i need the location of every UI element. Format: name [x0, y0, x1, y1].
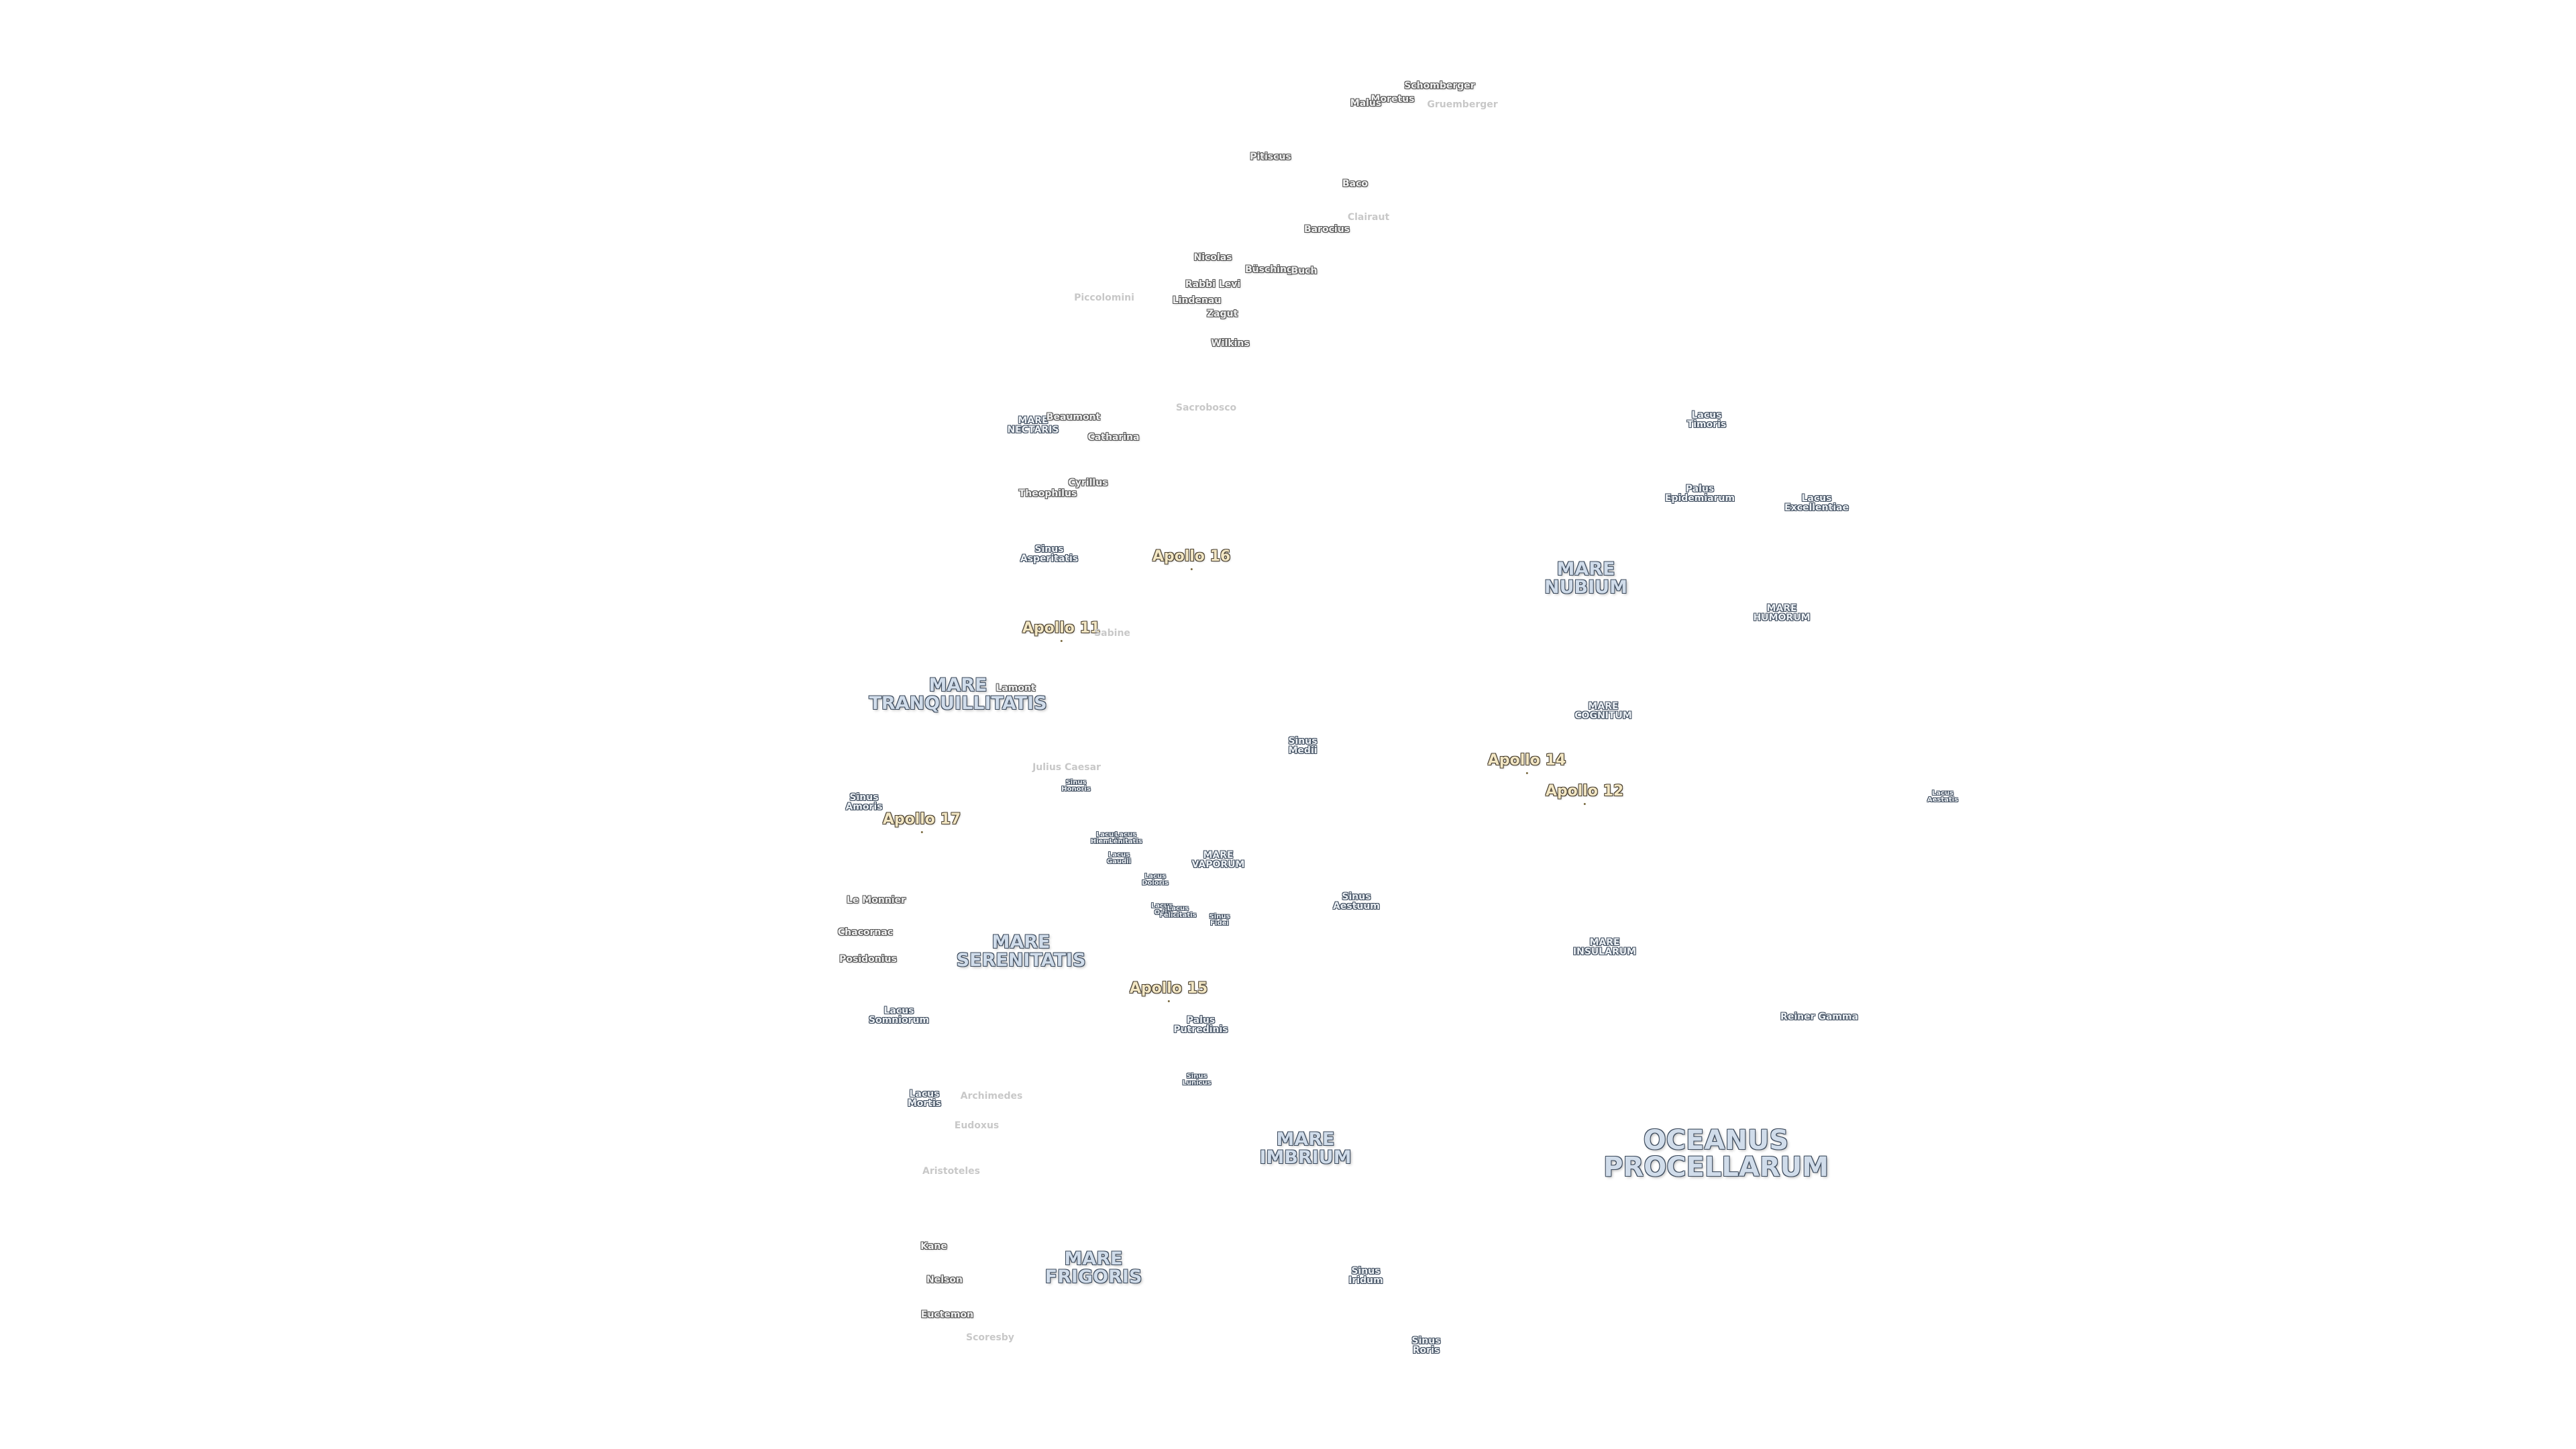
feature-label-palus-putredinis[interactable]: Palus Putredinis [1173, 1015, 1228, 1035]
feature-label-sinus-fidei[interactable]: Sinus Fidei [1209, 913, 1230, 927]
crater-label-sabine[interactable]: Sabine [1094, 628, 1130, 639]
crater-label-scoresby[interactable]: Scoresby [966, 1332, 1014, 1343]
crater-label-pitiscus[interactable]: Pitiscus [1250, 152, 1291, 162]
crater-label-theophilus[interactable]: Theophilus [1018, 488, 1077, 499]
crater-label-wilkins[interactable]: Wilkins [1211, 338, 1250, 349]
crater-label-le-monnier[interactable]: Le Monnier [847, 895, 906, 906]
mare-label-oceanus-procellarum[interactable]: OCEANUS PROCELLARUM [1603, 1125, 1829, 1183]
crater-label-baco[interactable]: Baco [1342, 178, 1368, 189]
crater-label-piccolomini[interactable]: Piccolomini [1074, 292, 1134, 303]
apollo-label-apollo-14[interactable]: Apollo 14 [1488, 753, 1566, 774]
crater-label-malus[interactable]: Malus [1350, 98, 1382, 109]
crater-label-zagut[interactable]: Zagut [1206, 309, 1238, 319]
feature-label-lacus-felicitatis[interactable]: Lacus Felicitatis [1159, 905, 1197, 919]
feature-label-sinus-medii[interactable]: Sinus Medii [1288, 736, 1318, 756]
crater-label-catharina[interactable]: Catharina [1087, 432, 1140, 443]
mare-label-mare-serenitatis[interactable]: MARE SERENITATIS [956, 932, 1086, 971]
crater-label-cyrillus[interactable]: Cyrillus [1068, 478, 1108, 488]
crater-label-sacrobosco[interactable]: Sacrobosco [1175, 402, 1237, 413]
crater-label-lamont[interactable]: Lamont [996, 683, 1036, 694]
feature-label-sinus-aestuum[interactable]: Sinus Aestuum [1333, 892, 1380, 912]
feature-label-lacus-timoris[interactable]: Lacus Timoris [1686, 410, 1727, 430]
apollo-label-apollo-16[interactable]: Apollo 16 [1152, 549, 1230, 570]
landing-site-marker-icon [1525, 772, 1528, 774]
feature-label-lacus-mortis[interactable]: Lacus Mortis [907, 1089, 942, 1109]
crater-label-clairaut[interactable]: Clairaut [1347, 212, 1390, 223]
feature-label-palus-epidemiarum[interactable]: Palus Epidemiarum [1664, 484, 1735, 504]
feature-label-lacus-gaudii[interactable]: Lacus Gaudii [1106, 851, 1132, 865]
feature-label-mare-cognitum[interactable]: MARE COGNITUM [1574, 701, 1632, 721]
crater-label-gruemberger[interactable]: Gruemberger [1427, 99, 1498, 110]
feature-label-mare-humorum[interactable]: MARE HUMORUM [1753, 603, 1811, 623]
crater-label-chacornac[interactable]: Chacornac [837, 927, 894, 938]
feature-label-sinus-lunicus[interactable]: Sinus Lunicus [1182, 1073, 1212, 1087]
crater-label-beaumont[interactable]: Beaumont [1046, 412, 1101, 423]
mare-label-mare-nubium[interactable]: MARE NUBIUM [1544, 559, 1627, 598]
mare-label-mare-imbrium[interactable]: MARE IMBRIUM [1259, 1129, 1352, 1168]
crater-label-barocius[interactable]: Barocius [1303, 224, 1350, 235]
feature-label-lacus-somniorum[interactable]: Lacus Somniorum [868, 1006, 930, 1026]
landing-site-marker-icon [1583, 803, 1586, 805]
feature-label-sinus-roris[interactable]: Sinus Roris [1411, 1336, 1441, 1356]
landing-site-marker-icon [1060, 640, 1063, 642]
apollo-label-apollo-15[interactable]: Apollo 15 [1130, 981, 1208, 1002]
crater-label-nicolas[interactable]: Nicolas [1193, 252, 1232, 263]
landing-site-marker-icon [1167, 1000, 1170, 1002]
mare-label-mare-frigoris[interactable]: MARE FRIGORIS [1044, 1248, 1142, 1287]
feature-label-sinus-iridum[interactable]: Sinus Iridum [1348, 1266, 1383, 1286]
crater-label-buch[interactable]: Buch [1291, 266, 1318, 276]
feature-label-lacus-hiemalis[interactable]: Lacus Hiemalis [1090, 831, 1124, 845]
landing-site-marker-icon [920, 831, 923, 833]
crater-label-lindenau[interactable]: Lindenau [1172, 295, 1222, 306]
feature-label-sinus-asperitatis[interactable]: Sinus Asperitatis [1020, 544, 1079, 564]
feature-label-sinus-amoris[interactable]: Sinus Amoris [845, 792, 883, 812]
crater-label-julius-caesar[interactable]: Julius Caesar [1032, 762, 1101, 773]
crater-label-nelson[interactable]: Nelson [926, 1275, 963, 1285]
landing-site-marker-icon [1190, 568, 1193, 570]
crater-label-euctemon[interactable]: Euctemon [920, 1309, 974, 1320]
crater-label-aristoteles[interactable]: Aristoteles [922, 1166, 980, 1177]
crater-label-posidonius[interactable]: Posidonius [839, 954, 897, 965]
crater-label-rabbi-levi[interactable]: Rabbi Levi [1185, 279, 1241, 290]
feature-label-lacus-doloris[interactable]: Lacus Doloris [1142, 873, 1169, 887]
feature-label-sinus-honoris[interactable]: Sinus Honoris [1061, 779, 1091, 793]
crater-label-archimedes[interactable]: Archimedes [960, 1091, 1023, 1102]
feature-label-mare-insularum[interactable]: MARE INSULARUM [1572, 937, 1637, 957]
feature-label-lacus-aestatis[interactable]: Lacus Aestatis [1927, 790, 1959, 804]
feature-label-lacus-odii[interactable]: Lacus Odii [1150, 902, 1173, 916]
crater-label-kane[interactable]: Kane [920, 1241, 947, 1252]
mare-label-mare-tranquillitatis[interactable]: MARE TRANQUILLITATIS [869, 675, 1047, 714]
crater-label-b-sching[interactable]: Büsching [1244, 264, 1294, 275]
crater-label-eudoxus[interactable]: Eudoxus [954, 1120, 1000, 1131]
apollo-label-apollo-11[interactable]: Apollo 11 [1022, 621, 1100, 642]
feature-label-reiner-gamma[interactable]: Reiner Gamma [1780, 1012, 1858, 1022]
apollo-label-apollo-17[interactable]: Apollo 17 [883, 812, 961, 833]
crater-label-schomberger[interactable]: Schomberger [1404, 80, 1475, 91]
feature-label-lacus-excellentiae[interactable]: Lacus Excellentiae [1784, 493, 1849, 513]
crater-label-moretus[interactable]: Moretus [1371, 94, 1415, 105]
feature-label-mare-vaporum[interactable]: MARE VAPORUM [1191, 850, 1245, 870]
apollo-label-apollo-12[interactable]: Apollo 12 [1546, 784, 1623, 805]
feature-label-mare-nectaris[interactable]: MARE NECTARIS [1007, 415, 1059, 435]
feature-label-lacus-lenitatis[interactable]: Lacus Lenitatis [1109, 831, 1142, 845]
